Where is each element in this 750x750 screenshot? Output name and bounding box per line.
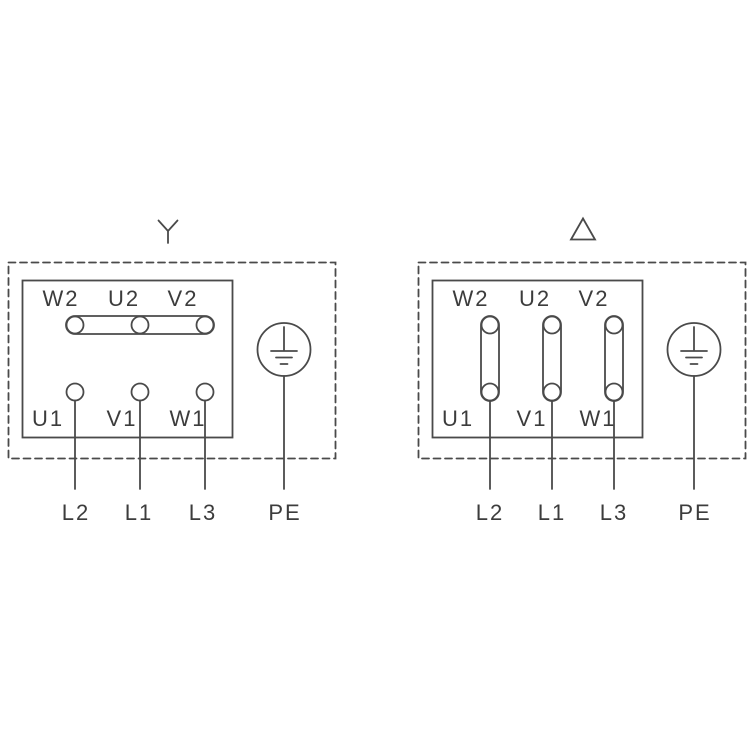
pe-label: PE (268, 500, 301, 525)
terminal (604, 315, 624, 335)
shorting-link (480, 315, 500, 402)
terminal (130, 382, 150, 402)
terminal-label: V1 (107, 406, 138, 431)
lead-label: L2 (476, 500, 504, 525)
terminal (195, 315, 215, 335)
terminal-label: W2 (453, 286, 490, 311)
terminal-label: U2 (519, 286, 551, 311)
terminal-box (21, 279, 234, 439)
shorting-link (65, 315, 215, 335)
terminal (65, 315, 85, 335)
terminal-label: V1 (517, 406, 548, 431)
pe-ground-symbol (256, 322, 312, 377)
shorting-link (604, 315, 624, 402)
terminal-label: W1 (170, 406, 207, 431)
lead-label: L1 (538, 500, 566, 525)
terminal (480, 315, 500, 335)
terminal (542, 382, 562, 402)
star-icon (157, 219, 179, 244)
dashed-boundary (417, 261, 747, 460)
terminal-label: W2 (43, 286, 80, 311)
dashed-boundary (7, 261, 337, 460)
terminal-label: U1 (442, 406, 474, 431)
terminal-label: V2 (579, 286, 610, 311)
pe-label: PE (678, 500, 711, 525)
terminal (130, 315, 150, 335)
lead-label: L3 (600, 500, 628, 525)
terminal (65, 382, 85, 402)
star-connection-diagram: W2 U2 V2 U1 V1 W1 L2 L1 L3 PE (7, 219, 337, 525)
pe-ground-symbol (666, 322, 722, 377)
lead-label: L1 (125, 500, 153, 525)
terminal (542, 315, 562, 335)
lead-label: L2 (62, 500, 90, 525)
terminal (604, 382, 624, 402)
terminal (480, 382, 500, 402)
shorting-link (542, 315, 562, 402)
terminal-label: V2 (168, 286, 199, 311)
terminal-label: W1 (580, 406, 617, 431)
delta-icon (569, 216, 597, 241)
terminal-label: U2 (108, 286, 140, 311)
terminal-label: U1 (32, 406, 64, 431)
terminal (195, 382, 215, 402)
terminal-box (431, 279, 644, 439)
delta-connection-diagram: W2 U2 V2 U1 V1 W1 (417, 216, 747, 525)
lead-label: L3 (189, 500, 217, 525)
